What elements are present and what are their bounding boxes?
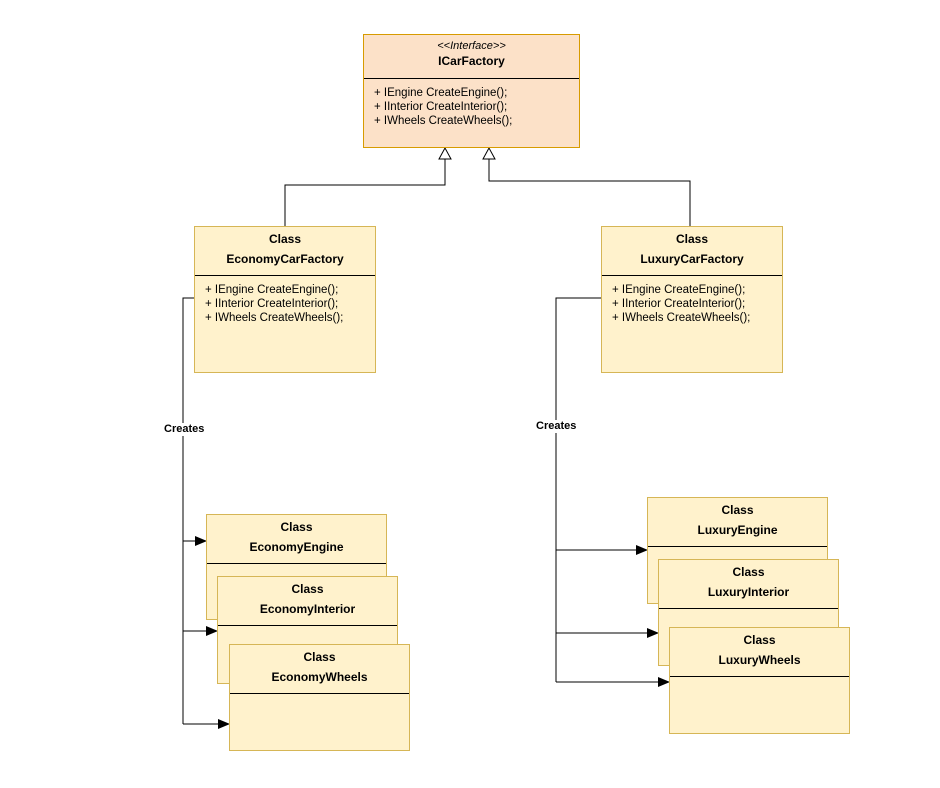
class-economywheels[interactable]: Class EconomyWheels xyxy=(229,644,410,751)
luxury-engine-name: LuxuryEngine xyxy=(697,523,778,537)
hollow-triangle-economy xyxy=(438,146,452,160)
economy-wheels-kind: Class xyxy=(303,650,336,664)
interface-method: + IWheels CreateWheels(); xyxy=(374,115,513,127)
luxury-interior-divider xyxy=(659,608,838,609)
creates-trunk-economy xyxy=(182,297,194,724)
luxury-factory-name: LuxuryCarFactory xyxy=(640,252,744,266)
economy-interior-divider xyxy=(218,625,397,626)
class-luxurycarfactory[interactable]: Class LuxuryCarFactory + IEngine CreateE… xyxy=(601,226,783,373)
interface-header: <<Interface>> ICarFactory xyxy=(364,35,579,69)
economy-factory-method: + IWheels CreateWheels(); xyxy=(205,312,344,324)
economy-wheels-header: Class EconomyWheels xyxy=(230,645,409,687)
interface-divider xyxy=(364,78,579,79)
interface-methods: + IEngine CreateEngine(); + IInterior Cr… xyxy=(374,86,575,128)
luxury-interior-header: Class LuxuryInterior xyxy=(659,560,838,602)
luxury-wheels-kind: Class xyxy=(743,633,776,647)
inheritance-edge-economy xyxy=(284,159,446,226)
luxury-factory-header: Class LuxuryCarFactory xyxy=(602,227,782,269)
economy-factory-divider xyxy=(195,275,375,276)
luxury-wheels-header: Class LuxuryWheels xyxy=(670,628,849,670)
economy-engine-header: Class EconomyEngine xyxy=(207,515,386,557)
luxury-interior-name: LuxuryInterior xyxy=(707,585,790,599)
class-luxurywheels[interactable]: Class LuxuryWheels xyxy=(669,627,850,734)
economy-engine-divider xyxy=(207,563,386,564)
creates-trunk-luxury xyxy=(555,297,601,682)
interface-stereotype: <<Interface>> xyxy=(437,40,506,52)
luxury-factory-kind: Class xyxy=(675,232,709,246)
inheritance-edge-luxury xyxy=(488,159,691,226)
economy-wheels-divider xyxy=(230,693,409,694)
creates-label-luxury: Creates xyxy=(535,420,578,433)
economy-engine-kind: Class xyxy=(280,520,313,534)
economy-interior-header: Class EconomyInterior xyxy=(218,577,397,619)
luxury-factory-method: + IInterior CreateInterior(); xyxy=(612,298,746,310)
economy-factory-method: + IInterior CreateInterior(); xyxy=(205,298,339,310)
economy-interior-kind: Class xyxy=(291,582,324,596)
class-economycarfactory[interactable]: Class EconomyCarFactory + IEngine Create… xyxy=(194,226,376,373)
economy-factory-kind: Class xyxy=(268,232,302,246)
economy-wheels-name: EconomyWheels xyxy=(271,670,368,684)
interface-icarfactory[interactable]: <<Interface>> ICarFactory + IEngine Crea… xyxy=(363,34,580,148)
hollow-triangle-luxury xyxy=(482,146,496,160)
luxury-wheels-name: LuxuryWheels xyxy=(718,653,801,667)
luxury-engine-header: Class LuxuryEngine xyxy=(648,498,827,540)
economy-factory-methods: + IEngine CreateEngine(); + IInterior Cr… xyxy=(205,283,371,325)
luxury-engine-kind: Class xyxy=(721,503,754,517)
luxury-factory-method: + IWheels CreateWheels(); xyxy=(612,312,751,324)
economy-interior-name: EconomyInterior xyxy=(259,602,356,616)
luxury-factory-divider xyxy=(602,275,782,276)
luxury-factory-method: + IEngine CreateEngine(); xyxy=(612,284,746,296)
economy-engine-name: EconomyEngine xyxy=(249,540,344,554)
luxury-factory-methods: + IEngine CreateEngine(); + IInterior Cr… xyxy=(612,283,778,325)
interface-name: ICarFactory xyxy=(438,54,505,68)
luxury-interior-kind: Class xyxy=(732,565,765,579)
creates-label-economy: Creates xyxy=(163,423,206,436)
economy-factory-name: EconomyCarFactory xyxy=(226,252,344,266)
luxury-wheels-divider xyxy=(670,676,849,677)
economy-factory-header: Class EconomyCarFactory xyxy=(195,227,375,269)
interface-method: + IEngine CreateEngine(); xyxy=(374,87,508,99)
economy-factory-method: + IEngine CreateEngine(); xyxy=(205,284,339,296)
luxury-engine-divider xyxy=(648,546,827,547)
interface-method: + IInterior CreateInterior(); xyxy=(374,101,508,113)
